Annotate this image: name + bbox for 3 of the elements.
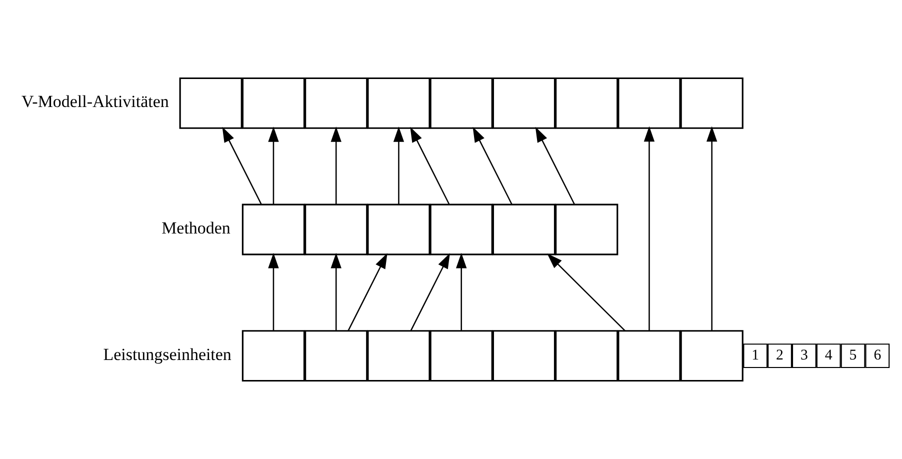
- label: Methoden: [162, 218, 230, 238]
- label: V-Modell-Aktivitäten: [21, 92, 169, 112]
- label: Leistungseinheiten: [103, 344, 232, 364]
